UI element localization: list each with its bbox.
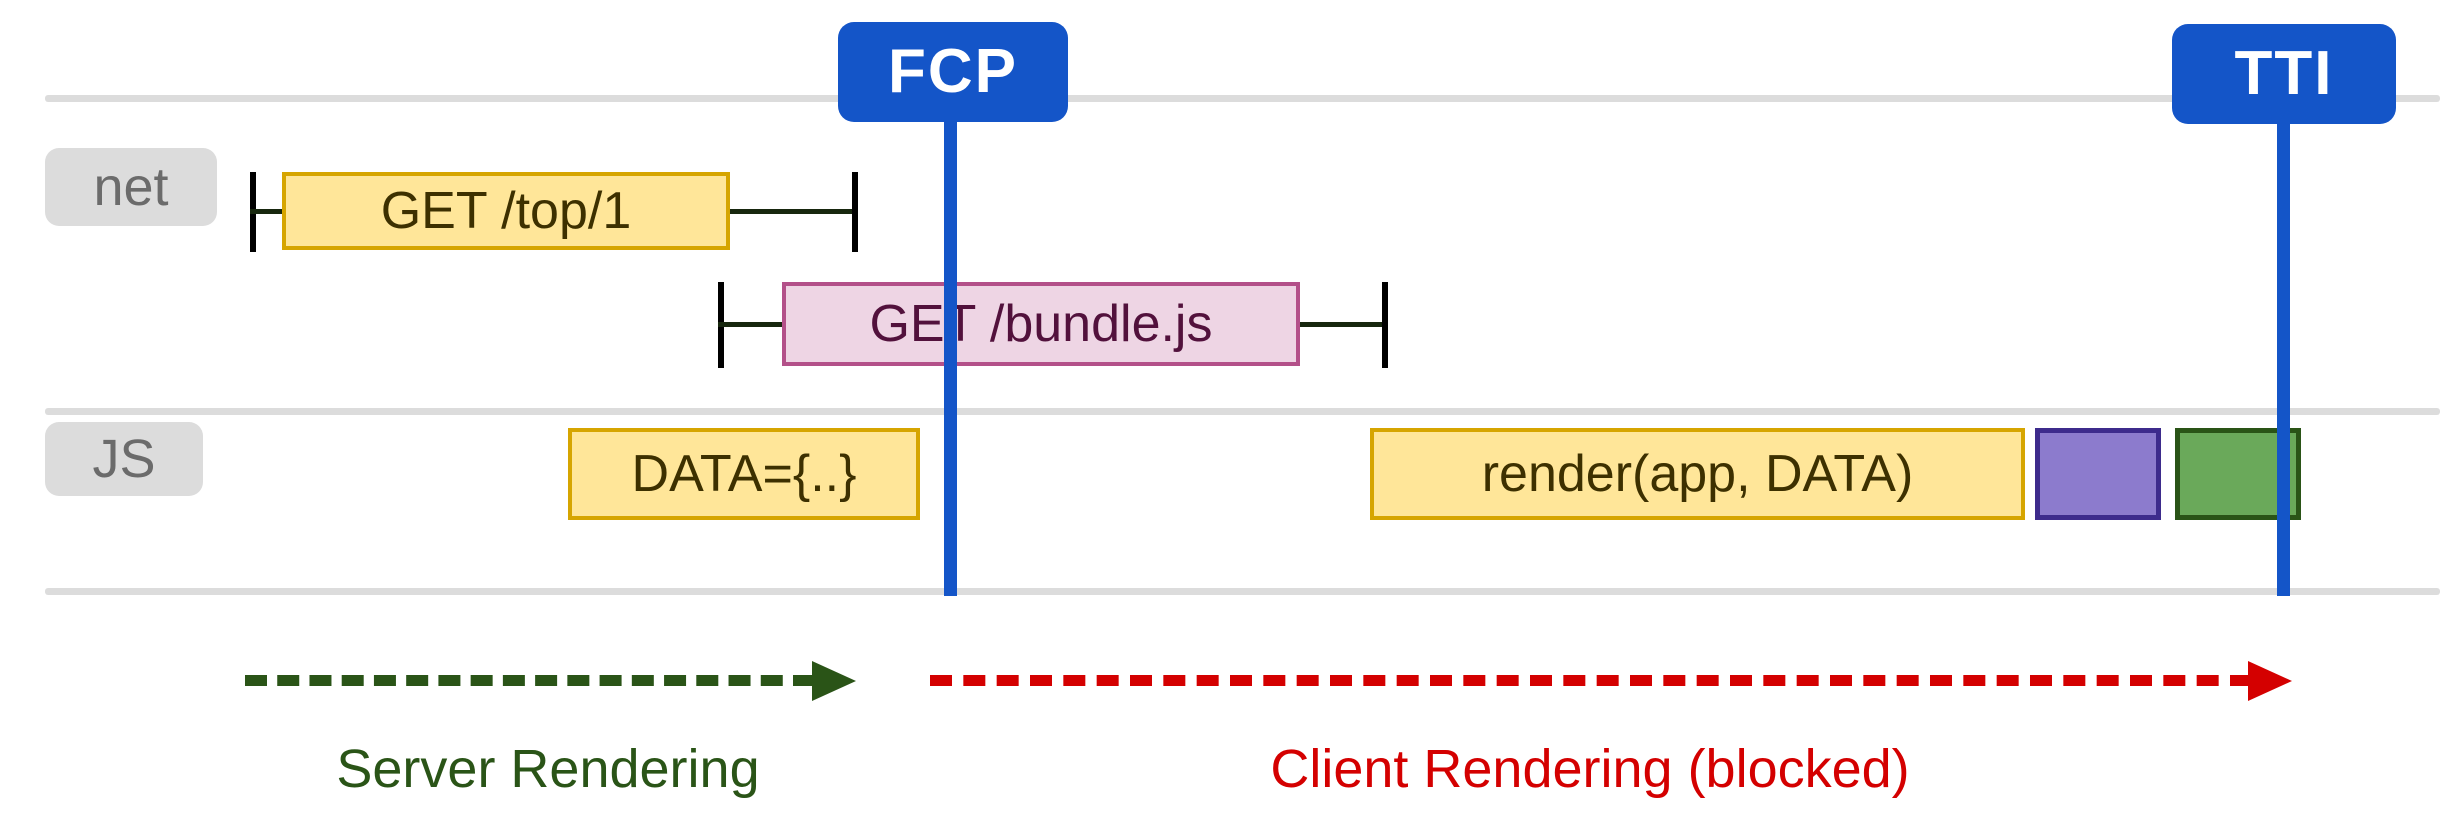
whisker-cap-get-top-end	[852, 172, 858, 252]
phase-label-server-rendering: Server Rendering	[336, 739, 760, 799]
marker-badge-tti[interactable]: TTI	[2172, 24, 2396, 124]
phase-arrow-client-rendering	[930, 675, 2252, 686]
marker-line-tti	[2277, 100, 2290, 596]
whisker-line-get-top-left	[250, 209, 310, 214]
task-data-assign[interactable]: DATA={..}	[568, 428, 920, 520]
task-get-top[interactable]: GET /top/1	[282, 172, 730, 250]
whisker-line-get-top-right	[700, 209, 858, 214]
phase-arrowhead-client-rendering	[2248, 661, 2292, 701]
lane-rule-js-top	[45, 408, 2440, 415]
lane-rule-js-bottom	[45, 588, 2440, 595]
whisker-line-get-bundle-left	[718, 322, 790, 327]
lane-rule-net-top	[45, 95, 2440, 102]
task-js-purple[interactable]	[2035, 428, 2161, 520]
phase-label-client-rendering: Client Rendering (blocked)	[1270, 739, 1910, 799]
marker-line-fcp	[944, 100, 957, 596]
whisker-cap-get-bundle-end	[1382, 282, 1388, 368]
lane-label-net: net	[45, 148, 217, 226]
phase-arrow-server-rendering	[245, 675, 815, 686]
phase-arrowhead-server-rendering	[812, 661, 856, 701]
marker-badge-fcp[interactable]: FCP	[838, 22, 1068, 122]
whisker-line-get-bundle-right	[1292, 322, 1388, 327]
task-get-bundle[interactable]: GET /bundle.js	[782, 282, 1300, 366]
task-render-app[interactable]: render(app, DATA)	[1370, 428, 2025, 520]
lane-label-js: JS	[45, 422, 203, 496]
